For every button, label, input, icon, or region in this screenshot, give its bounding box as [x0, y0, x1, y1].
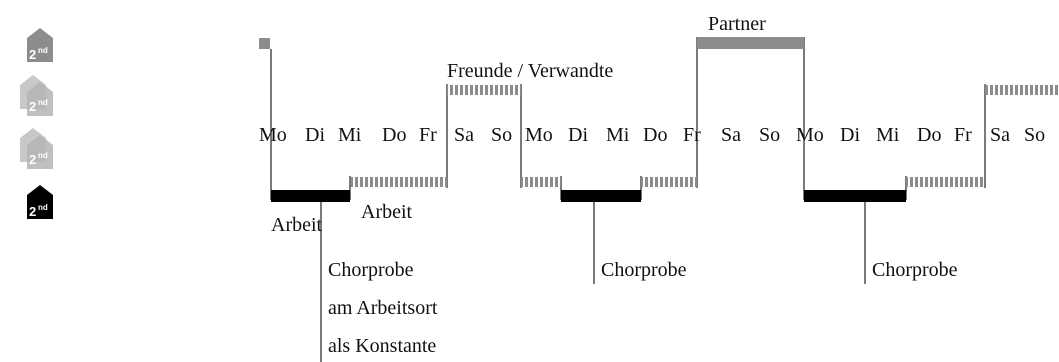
second-home-icon-4: 2 nd [27, 185, 53, 219]
svg-text:2: 2 [29, 47, 36, 62]
day-label: Mi [338, 124, 362, 146]
svg-text:2: 2 [29, 204, 36, 219]
als-konstante-label: als Konstante [328, 335, 436, 357]
day-label: Mi [876, 124, 900, 146]
day-labels: Mo Di Mi Do Fr Sa So Mo Di Mi Do Fr Sa S… [259, 124, 1045, 146]
day-label: Sa [721, 124, 741, 146]
annotation-labels: Partner Freunde / Verwandte Arbeit Arbei… [271, 13, 958, 357]
day-label: Mi [606, 124, 630, 146]
day-label: Di [840, 124, 860, 146]
work-bar-1 [271, 190, 350, 202]
arbeit-label-bottom: Arbeit [271, 214, 323, 236]
day-label: So [491, 124, 512, 146]
segment-bars [259, 37, 1059, 202]
day-label: Do [382, 124, 406, 146]
work-hatched-bar-2 [521, 177, 561, 187]
second-home-icon-1: 2 nd [27, 28, 53, 62]
work-hatched-bar-4 [906, 177, 985, 187]
svg-text:nd: nd [38, 98, 48, 107]
day-label: Do [917, 124, 941, 146]
partner-label: Partner [708, 13, 766, 35]
svg-text:nd: nd [38, 46, 48, 55]
work-bar-3 [804, 190, 906, 202]
day-label: Do [643, 124, 667, 146]
day-label: Sa [990, 124, 1010, 146]
svg-text:nd: nd [38, 151, 48, 160]
day-label: Mo [259, 124, 287, 146]
day-label: Fr [954, 124, 972, 146]
day-label: Di [305, 124, 325, 146]
svg-text:2: 2 [29, 152, 36, 167]
arbeit-label-top: Arbeit [361, 201, 413, 223]
chorprobe-label-1: Chorprobe [328, 259, 414, 281]
day-label: Mo [796, 124, 824, 146]
partner-bar-start [259, 38, 270, 49]
partner-bar [697, 37, 804, 49]
sidebar-icons: 2 nd 2 nd 2 nd 2 nd [20, 28, 53, 219]
svg-text:2: 2 [29, 99, 36, 114]
family-hatched-bar-1 [447, 85, 521, 95]
day-label: Mo [525, 124, 553, 146]
day-label: Fr [419, 124, 437, 146]
day-label: So [759, 124, 780, 146]
day-label: So [1024, 124, 1045, 146]
work-bar-2 [561, 190, 641, 202]
work-hatched-bar-1 [351, 177, 447, 187]
work-hatched-bar-3 [641, 177, 697, 187]
day-label: Fr [683, 124, 701, 146]
svg-text:nd: nd [38, 203, 48, 212]
day-label: Sa [454, 124, 474, 146]
chorprobe-label-2: Chorprobe [601, 259, 687, 281]
freunde-verwandte-label: Freunde / Verwandte [447, 60, 613, 82]
family-hatched-bar-2 [985, 85, 1059, 95]
second-home-icon-3: 2 nd [20, 128, 53, 169]
day-label: Di [568, 124, 588, 146]
chorprobe-label-3: Chorprobe [872, 259, 958, 281]
second-home-icon-2: 2 nd [20, 75, 53, 116]
am-arbeitsort-label: am Arbeitsort [328, 297, 438, 319]
